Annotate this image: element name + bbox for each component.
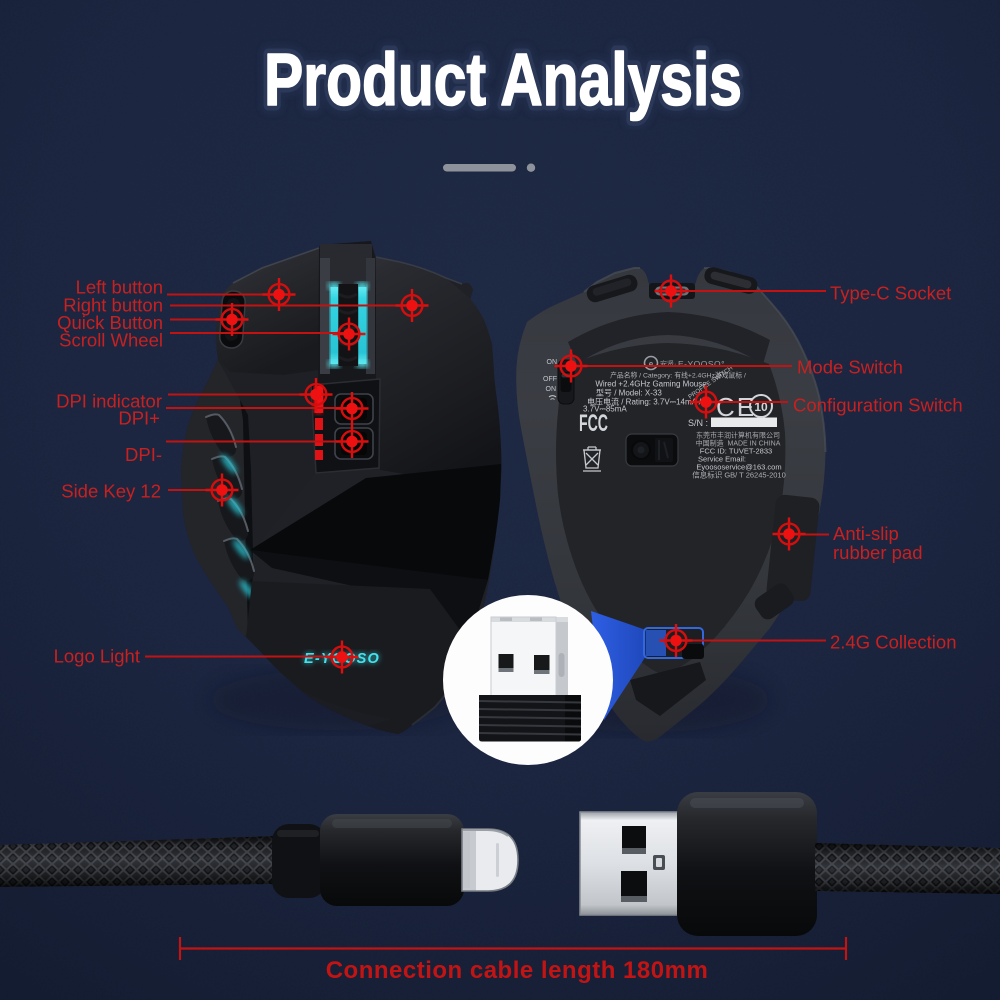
- svg-text:中国制造 MADE IN CHINA: 中国制造 MADE IN CHINA: [696, 439, 781, 448]
- svg-text:Connection cable length 180mm: Connection cable length 180mm: [326, 957, 709, 984]
- svg-text:Mode Switch: Mode Switch: [797, 357, 903, 378]
- svg-text:Logo Light: Logo Light: [54, 646, 140, 667]
- svg-text:DPI+: DPI+: [118, 408, 160, 429]
- svg-text:安贤·: 安贤·: [660, 359, 676, 368]
- svg-text:CE: CE: [716, 392, 756, 422]
- svg-text:e: e: [649, 360, 654, 369]
- svg-text:Left button: Left button: [76, 277, 163, 298]
- svg-text:DPI-: DPI-: [125, 444, 162, 465]
- svg-text:Eyoososervice@163.com: Eyoososervice@163.com: [696, 463, 781, 472]
- svg-text:Type-C Socket: Type-C Socket: [830, 283, 951, 304]
- svg-text:Configuration Switch: Configuration Switch: [793, 395, 963, 416]
- svg-text:Right button: Right button: [63, 295, 163, 316]
- svg-text:3.7V⎓85mA: 3.7V⎓85mA: [583, 405, 627, 414]
- svg-text:OFF: OFF: [543, 376, 557, 383]
- svg-text:Product Analysis: Product Analysis: [264, 38, 742, 121]
- svg-text:ON: ON: [546, 386, 557, 393]
- svg-text:Scroll Wheel: Scroll Wheel: [59, 330, 163, 351]
- svg-text:E-YOOSO°: E-YOOSO°: [678, 359, 725, 369]
- svg-text:rubber pad: rubber pad: [833, 542, 922, 563]
- svg-text:产品名称 / Category: 有线+2.4GHz游戏鼠标: 产品名称 / Category: 有线+2.4GHz游戏鼠标 /: [610, 371, 746, 380]
- svg-text:型号 / Model: X-33: 型号 / Model: X-33: [596, 389, 662, 398]
- svg-text:Wired +2.4GHz Gaming Mouse: Wired +2.4GHz Gaming Mouse: [595, 380, 707, 389]
- svg-text:FCC ID: TUVET-2833: FCC ID: TUVET-2833: [700, 447, 772, 456]
- svg-text:Service Email:: Service Email:: [698, 455, 746, 464]
- svg-text:电压电流 / Rating: 3.7V⎓14mA /: 电压电流 / Rating: 3.7V⎓14mA /: [587, 397, 702, 407]
- svg-text:东莞市丰润计算机有限公司: 东莞市丰润计算机有限公司: [696, 431, 780, 440]
- svg-text:Quick Button: Quick Button: [57, 312, 163, 333]
- svg-text:DPI indicator: DPI indicator: [56, 391, 162, 412]
- svg-text:Product Analysis: Product Analysis: [264, 38, 742, 121]
- svg-text:S/N :: S/N :: [688, 418, 708, 428]
- svg-text:Anti-slip: Anti-slip: [833, 523, 899, 544]
- svg-text:ON: ON: [547, 359, 558, 366]
- svg-text:2.4G Collection: 2.4G Collection: [830, 632, 956, 653]
- svg-text:信息标识 GB/ T 26245-2010: 信息标识 GB/ T 26245-2010: [692, 470, 786, 480]
- svg-text:FCC: FCC: [579, 410, 608, 437]
- svg-text:Side Key 12: Side Key 12: [61, 481, 161, 502]
- svg-text:10: 10: [754, 400, 768, 414]
- svg-text:Product Analysis: Product Analysis: [264, 38, 742, 121]
